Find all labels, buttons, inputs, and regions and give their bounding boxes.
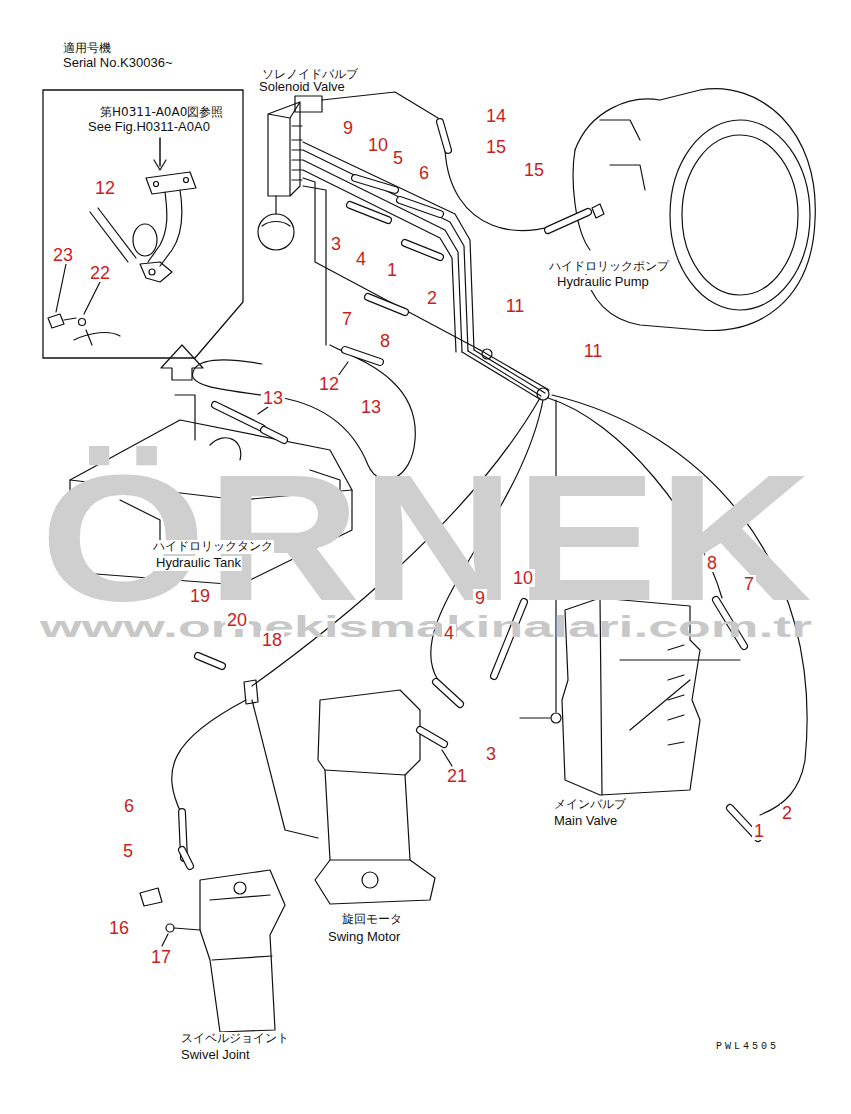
callout-number: 7: [742, 575, 756, 593]
callout-number: 11: [582, 342, 605, 360]
hose-fitting: [405, 243, 440, 257]
part-name-en: Hydraulic Tank: [155, 556, 242, 571]
part-name-jp: 旋回モータ: [341, 913, 403, 927]
part-name-en: Solenoid Valve: [258, 80, 346, 95]
hose-fitting: [436, 682, 460, 704]
hose-fitting-fill: [436, 682, 460, 704]
hose-fitting: [400, 200, 440, 214]
hose-fitting-fill: [215, 405, 262, 428]
callout-number: 20: [225, 611, 249, 629]
hose-fitting: [345, 350, 380, 362]
part-name-jp: ハイドロリックポンプ: [548, 260, 670, 274]
hose-fitting: [548, 212, 588, 230]
callout-number: 1: [752, 822, 766, 840]
callout-number: 19: [188, 587, 212, 605]
inset-border: [43, 90, 243, 358]
hose-fitting-fill: [350, 205, 388, 220]
hose-fitting: [355, 178, 395, 190]
hose-fitting: [264, 430, 284, 440]
callout-number: 1: [385, 261, 399, 279]
watermark-url: www.ornekismakinalari.com.tr: [40, 612, 812, 642]
note-jp: 第H0311-A0A0図参照: [100, 106, 223, 120]
hose-fitting: [350, 205, 388, 220]
hose-fitting-fill: [420, 730, 444, 744]
callout-number: 6: [122, 797, 136, 815]
note-en: Serial No.K30036~: [63, 56, 173, 71]
callout-number: 13: [261, 389, 285, 407]
callout-number: 21: [445, 767, 469, 785]
callout-number: 13: [359, 398, 383, 416]
callout-number: 2: [425, 289, 439, 307]
callout-number: 4: [354, 250, 368, 268]
hose-fitting: [440, 122, 448, 150]
callout-number: 12: [317, 375, 341, 393]
callout-number: 5: [121, 842, 135, 860]
part-name-en: Hydraulic Pump: [556, 275, 650, 290]
callout-number: 15: [484, 138, 508, 156]
callout-number: 17: [149, 948, 173, 966]
hose-fitting: [215, 405, 262, 428]
hose-fitting: [198, 656, 222, 666]
inset-outline: [42, 40, 245, 362]
hose-fitting: [368, 297, 405, 312]
hose-fitting-fill: [355, 178, 395, 190]
callout-number: 16: [107, 919, 131, 937]
hose-fitting-fill: [400, 200, 440, 214]
part-name-en: Swing Motor: [327, 930, 401, 945]
callout-number: 7: [340, 310, 354, 328]
callout-number: 10: [511, 569, 535, 587]
hose-fitting-fill: [182, 850, 190, 866]
hose-fitting-fill: [198, 656, 222, 666]
hose-fitting-fill: [548, 212, 588, 230]
callout-number: 9: [473, 589, 487, 607]
part-name-jp: ハイドロリックタンク: [152, 540, 274, 554]
hose-fitting: [182, 850, 190, 866]
inset-box: 適用号機Serial No.K30036~ 第H0311-A0A0図参照See F…: [42, 40, 245, 362]
callout-number: 8: [705, 554, 719, 572]
callout-number: 12: [93, 179, 117, 197]
callout-number: 15: [522, 161, 546, 179]
callout-number: 9: [341, 119, 355, 137]
callout-number: 5: [391, 149, 405, 167]
part-name-en: Swivel Joint: [180, 1048, 251, 1063]
part-name-jp: スイベルジョイント: [180, 1032, 290, 1046]
hose-fitting-fill: [440, 122, 448, 150]
callout-number: 23: [51, 246, 75, 264]
callout-number: 6: [417, 164, 431, 182]
hose-fitting: [420, 730, 444, 744]
callout-number: 2: [780, 804, 794, 822]
callout-number: 14: [484, 107, 508, 125]
callout-number: 4: [442, 624, 456, 642]
callout-number: 8: [378, 332, 392, 350]
watermark: ÖRNEK: [40, 448, 812, 628]
hose-fitting-fill: [345, 350, 380, 362]
hose-fitting-fill: [368, 297, 405, 312]
callout-number: 22: [88, 264, 112, 282]
part-name-jp: メインバルブ: [553, 798, 627, 812]
note-jp: 適用号機: [63, 42, 111, 56]
part-name-en: Main Valve: [553, 814, 618, 829]
callout-number: 18: [260, 631, 284, 649]
callout-number: 3: [484, 745, 498, 763]
note-en: See Fig.H0311-A0A0: [88, 120, 210, 135]
callout-number: 3: [329, 235, 343, 253]
drawing-code: PWL4505: [716, 1041, 779, 1053]
hose-fitting-fill: [405, 243, 440, 257]
callout-number: 10: [366, 136, 390, 154]
callout-number: 11: [504, 297, 527, 315]
hose-fitting-fill: [264, 430, 284, 440]
